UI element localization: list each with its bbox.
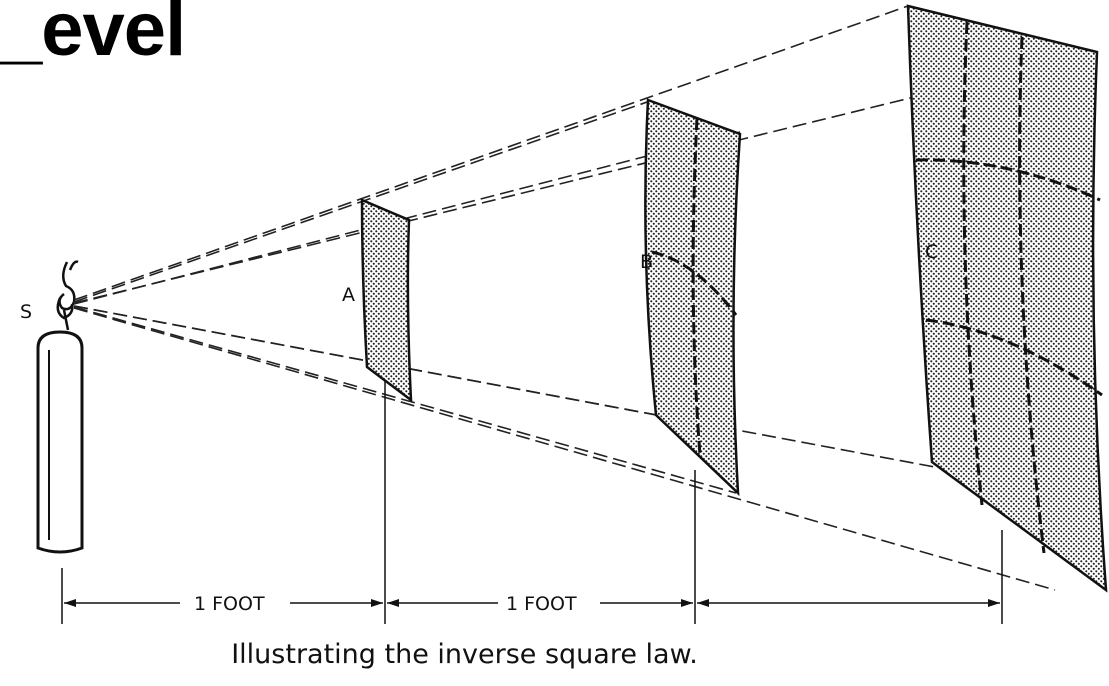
caption-text: Illustrating the inverse square law. — [231, 639, 698, 670]
surface-c-label: C — [925, 241, 938, 263]
surface-b — [644, 98, 742, 497]
surface-c — [906, 4, 1108, 593]
candle — [36, 330, 84, 554]
source-label: S — [20, 301, 32, 323]
dimension-arrows — [64, 599, 1000, 607]
page-title: _evel — [0, 0, 186, 72]
distance-label-1: 1 FOOT — [194, 593, 265, 615]
surface-b-label: B — [640, 251, 653, 273]
surface-a — [360, 198, 413, 403]
light-rays — [73, 5, 1099, 591]
caption: Illustrating the inverse square law. — [0, 639, 1109, 670]
surface-a-label: A — [342, 284, 355, 306]
flame-icon — [56, 260, 79, 331]
distance-label-2: 1 FOOT — [506, 593, 577, 615]
reference-lines — [61, 380, 1003, 624]
